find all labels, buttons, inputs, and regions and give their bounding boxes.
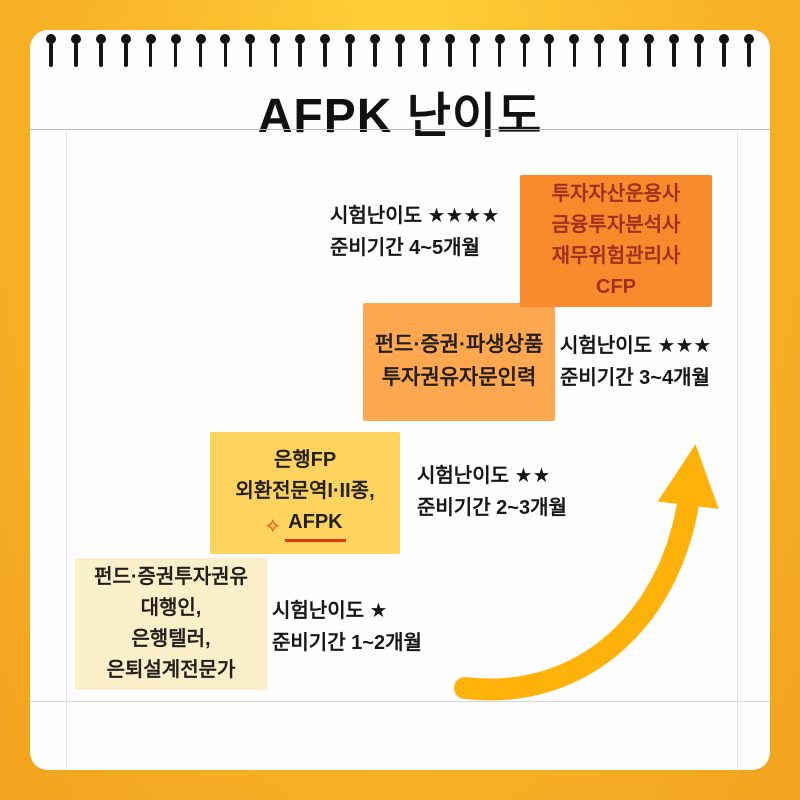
cert-name: 은행FP <box>273 448 337 471</box>
cert-name: 대행인, <box>140 597 202 619</box>
notebook-page: AFPK 난이도 펀드·증권투자권유 대행인, 은행텔러, 은퇴설계전문가 시험… <box>30 30 770 770</box>
pin-icon <box>594 34 605 67</box>
title-divider <box>30 129 770 130</box>
level-3-note: 시험난이도 ★★★ 준비기간 3~4개월 <box>560 330 711 394</box>
level-4-box: 투자자산운용사 금융투자분석사 재무위험관리사 CFP <box>520 175 712 307</box>
difficulty-text: 시험난이도 ★★★★ <box>330 205 500 227</box>
pin-icon <box>320 34 331 67</box>
pin-icon <box>145 34 156 67</box>
difficulty-text: 시험난이도 ★ <box>272 600 388 622</box>
left-margin-line <box>66 129 67 770</box>
footer-divider <box>30 701 770 702</box>
cert-name: 은행텔러, <box>131 628 211 650</box>
pin-icon <box>46 34 56 67</box>
pin-icon <box>494 34 505 67</box>
cert-name: 펀드·증권·파생상품 <box>374 333 544 357</box>
difficulty-text: 시험난이도 ★★★ <box>560 335 712 357</box>
period-text: 준비기간 3~4개월 <box>560 367 710 389</box>
pin-icon <box>743 34 754 67</box>
cert-name: 외환전문역I·II종, <box>235 479 375 502</box>
pin-icon <box>95 34 106 67</box>
pin-icon <box>270 34 281 67</box>
pin-icon <box>419 34 430 67</box>
pin-icon <box>569 34 580 67</box>
pin-icon <box>394 34 405 67</box>
pin-icon <box>619 34 630 67</box>
period-text: 준비기간 4~5개월 <box>330 237 480 259</box>
level-1-box: 펀드·증권투자권유 대행인, 은행텔러, 은퇴설계전문가 <box>75 558 267 690</box>
cert-name: CFP <box>596 276 636 298</box>
pin-icon <box>544 34 555 67</box>
pin-icon <box>644 34 655 67</box>
pin-icon <box>469 34 480 67</box>
pin-icon <box>295 34 306 67</box>
cert-name: 투자권유자문인력 <box>381 366 537 389</box>
period-text: 준비기간 2~3개월 <box>417 497 567 519</box>
pin-icon <box>718 34 729 67</box>
pin-icon <box>345 34 356 67</box>
right-margin-line <box>737 129 738 770</box>
pin-icon <box>195 34 206 67</box>
level-3-box: 펀드·증권·파생상품 투자권유자문인력 <box>363 303 555 421</box>
pin-icon <box>444 34 455 67</box>
cert-name: 금융투자분석사 <box>551 214 681 236</box>
level-2-note: 시험난이도 ★★ 준비기간 2~3개월 <box>417 460 567 524</box>
level-4-note: 시험난이도 ★★★★ 준비기간 4~5개월 <box>330 200 499 264</box>
cert-name: 은퇴설계전문가 <box>106 659 236 681</box>
pin-icon <box>220 34 231 67</box>
pin-icon <box>120 34 131 67</box>
afpk-label: AFPK <box>285 507 346 542</box>
sparkle-icon: ✧ <box>264 515 282 538</box>
level-1-note: 시험난이도 ★ 준비기간 1~2개월 <box>272 595 422 659</box>
page-title: AFPK 난이도 <box>257 90 543 143</box>
pin-icon <box>519 34 530 67</box>
cert-name: 투자자산운용사 <box>551 183 681 205</box>
period-text: 준비기간 1~2개월 <box>272 632 422 654</box>
pin-icon <box>245 34 256 67</box>
pin-icon <box>693 34 704 67</box>
binding-pins <box>30 34 770 67</box>
cert-name: 재무위험관리사 <box>551 245 681 267</box>
level-2-box: 은행FP 외환전문역I·II종, ✧ AFPK <box>210 432 400 554</box>
pin-icon <box>369 34 380 67</box>
pin-icon <box>669 34 680 67</box>
cert-name: 펀드·증권투자권유 <box>94 566 248 588</box>
difficulty-text: 시험난이도 ★★ <box>417 465 551 487</box>
pin-icon <box>70 34 81 67</box>
cert-name-highlight: ✧ AFPK <box>264 507 346 542</box>
pin-icon <box>170 34 181 67</box>
